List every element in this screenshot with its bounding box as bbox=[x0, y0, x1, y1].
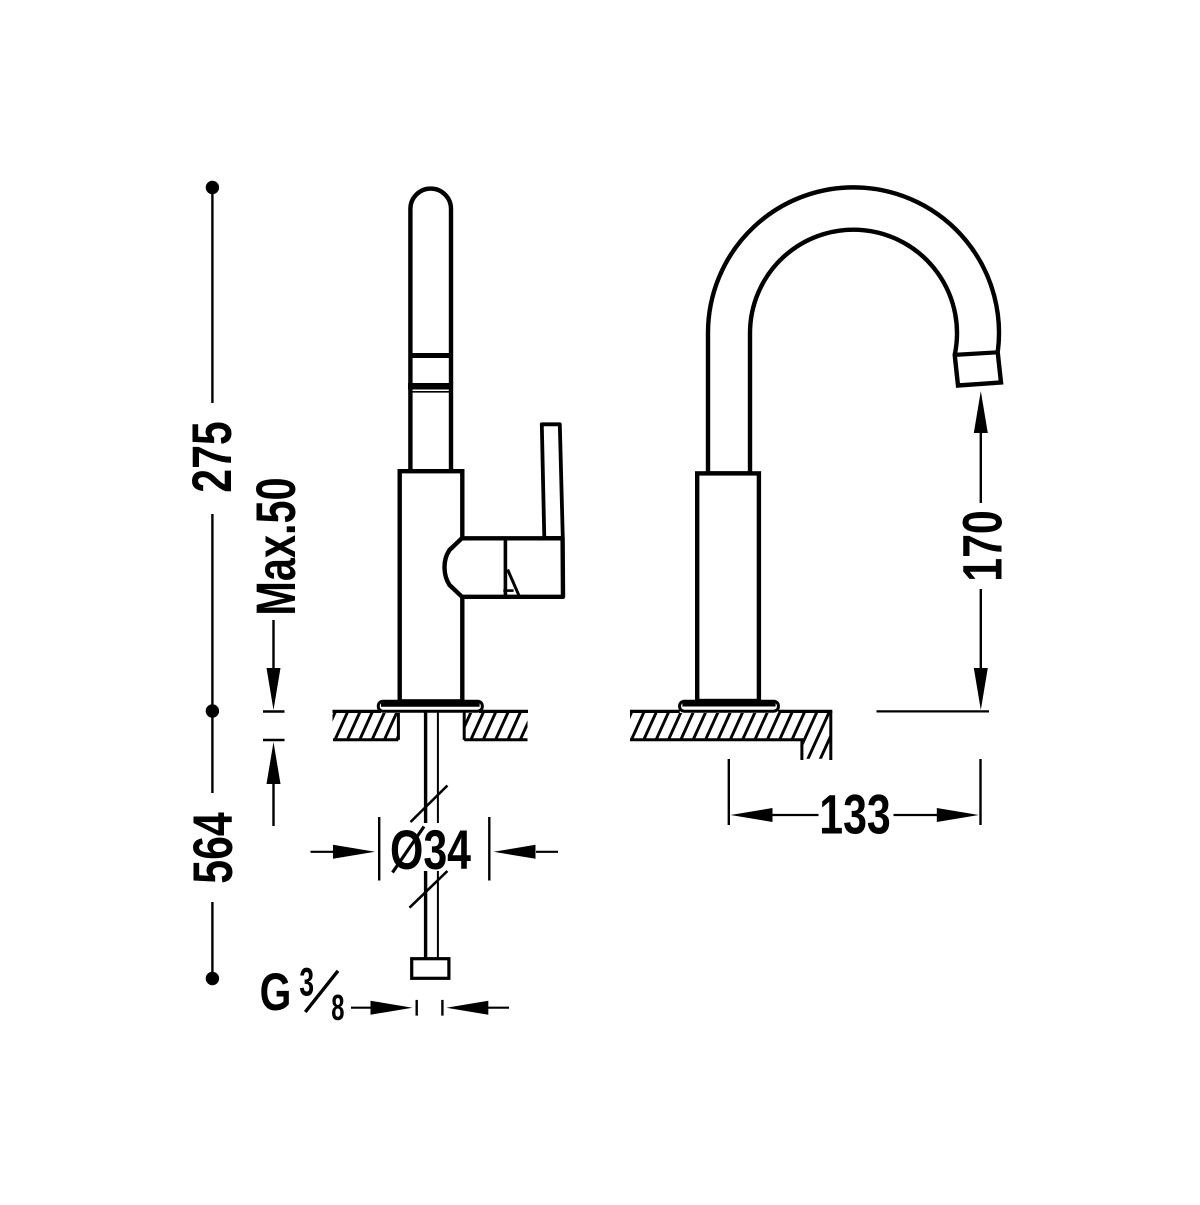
svg-text:133: 133 bbox=[819, 783, 890, 846]
svg-text:564: 564 bbox=[182, 812, 245, 884]
svg-text:8: 8 bbox=[331, 988, 344, 1028]
svg-text:3: 3 bbox=[299, 960, 314, 1005]
svg-text:275: 275 bbox=[181, 421, 244, 492]
svg-text:170: 170 bbox=[951, 510, 1014, 581]
svg-text:Max.50: Max.50 bbox=[245, 477, 308, 615]
svg-text:G: G bbox=[260, 963, 292, 1022]
svg-text:O34: O34 bbox=[390, 819, 471, 882]
